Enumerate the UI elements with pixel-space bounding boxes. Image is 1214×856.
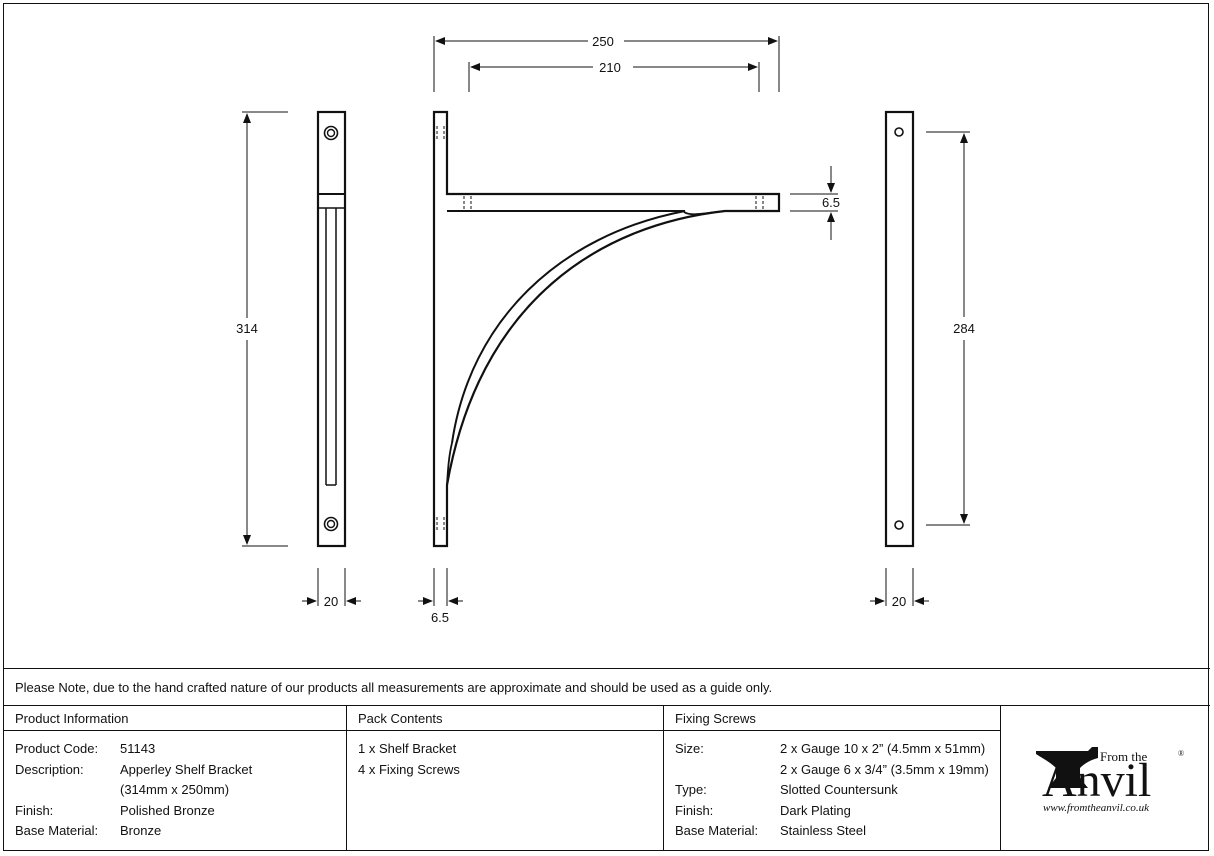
screw-row: Base Material:Stainless Steel xyxy=(675,823,866,838)
dim-side-thickness: 6.5 xyxy=(431,610,449,625)
screw-holes xyxy=(436,126,764,530)
from-the-anvil-logo: From the ® Anvil www.fromtheanvil.co.uk xyxy=(1000,706,1210,851)
side-view xyxy=(432,110,781,548)
info-row: Finish:Polished Bronze xyxy=(15,801,346,822)
dim-front-width: 20 xyxy=(324,594,338,609)
screw-row: 2 x Gauge 6 x 3/4” (3.5mm x 19mm) xyxy=(780,761,989,777)
pack-contents-panel: Pack Contents 1 x Shelf Bracket 4 x Fixi… xyxy=(347,706,664,851)
logo-url: www.fromtheanvil.co.uk xyxy=(1043,802,1150,814)
screw-row: Size:2 x Gauge 10 x 2” (4.5mm x 51mm) xyxy=(675,741,986,756)
product-material: Bronze xyxy=(120,823,162,838)
fixing-screws-panel: Fixing Screws Size:2 x Gauge 10 x 2” (4.… xyxy=(664,706,1001,851)
front-view xyxy=(316,110,347,548)
drawing-sheet xyxy=(3,3,1209,851)
pack-contents-heading: Pack Contents xyxy=(347,706,663,731)
back-view xyxy=(884,110,915,548)
pack-item: 4 x Fixing Screws xyxy=(358,761,460,777)
product-code: 51143 xyxy=(120,741,156,756)
logo-brand: Anvil xyxy=(1042,754,1151,807)
anvil-icon xyxy=(1036,747,1098,788)
fixing-screws-heading: Fixing Screws xyxy=(664,706,1000,731)
dim-back-width: 20 xyxy=(892,594,906,609)
screw-row: Type:Slotted Countersunk xyxy=(675,782,898,797)
technical-drawing: 250 210 314 284 6.5 20 6.5 20 xyxy=(236,34,975,625)
product-information-heading: Product Information xyxy=(4,706,346,731)
logo-from-the: From the xyxy=(1100,749,1148,764)
dim-width-250: 250 xyxy=(592,34,614,49)
screw-row: Finish:Dark Plating xyxy=(675,802,851,818)
dim-width-210: 210 xyxy=(599,60,621,75)
info-row: (314mm x 250mm) xyxy=(15,780,346,801)
dim-height-314: 314 xyxy=(236,321,258,336)
logo-registered: ® xyxy=(1178,749,1184,758)
info-row: Description:Apperley Shelf Bracket xyxy=(15,760,346,781)
product-information-panel: Product Information Product Code:51143 D… xyxy=(4,706,347,851)
info-row: Product Code:51143 xyxy=(15,739,346,760)
product-description: Apperley Shelf Bracket xyxy=(120,761,253,777)
dim-arm-thickness: 6.5 xyxy=(822,195,840,210)
info-row: Base Material:Bronze xyxy=(15,821,346,842)
product-finish: Polished Bronze xyxy=(120,802,215,818)
dim-height-284: 284 xyxy=(953,321,975,336)
measurement-note: Please Note, due to the hand crafted nat… xyxy=(4,668,1210,706)
pack-item: 1 x Shelf Bracket xyxy=(358,741,457,756)
product-size: (314mm x 250mm) xyxy=(120,782,230,797)
